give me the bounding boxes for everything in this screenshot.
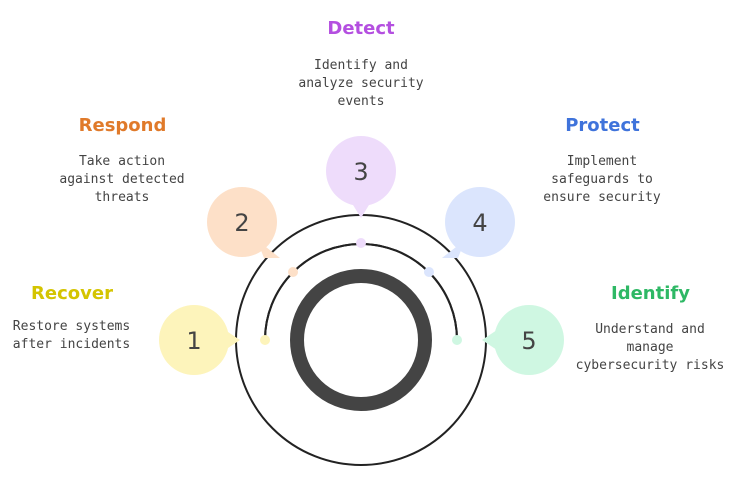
outer-ring: [235, 214, 487, 466]
step-3-marker: 3: [326, 136, 396, 248]
step-5-description: Understand and manage cybersecurity risk…: [575, 322, 725, 373]
step-2-marker: 2: [207, 187, 298, 277]
step-3-bubble: [326, 136, 396, 206]
step-1-dot: [260, 335, 270, 345]
step-4-marker: 4: [424, 187, 515, 277]
step-2-bubble: [207, 187, 277, 257]
step-2-number: 2: [234, 209, 249, 237]
step-1-bubble: [159, 305, 229, 375]
step-4-title: Protect: [565, 115, 640, 136]
core-ring: [290, 269, 432, 411]
step-2-title: Respond: [78, 115, 167, 136]
step-4-bubble: [445, 187, 515, 257]
step-4-description: Implement safeguards to ensure security: [543, 154, 661, 205]
step-3-title: Detect: [327, 18, 395, 39]
step-5-title: Identify: [611, 283, 690, 304]
step-3-description: Identify and analyze security events: [298, 58, 424, 109]
step-4-dot: [424, 267, 434, 277]
step-1-description: Restore systems after incidents: [12, 319, 131, 352]
step-5-marker: 5: [452, 305, 564, 375]
step-3-dot: [356, 238, 366, 248]
step-3-number: 3: [353, 158, 368, 186]
step-1-title: Recover: [31, 283, 113, 304]
step-2-description: Take action against detected threats: [59, 154, 185, 205]
step-2-dot: [288, 267, 298, 277]
step-1-number: 1: [186, 327, 201, 355]
step-5-number: 5: [521, 327, 536, 355]
step-5-bubble: [494, 305, 564, 375]
step-4-number: 4: [472, 209, 487, 237]
step-5-dot: [452, 335, 462, 345]
step-1-marker: 1: [159, 305, 270, 375]
